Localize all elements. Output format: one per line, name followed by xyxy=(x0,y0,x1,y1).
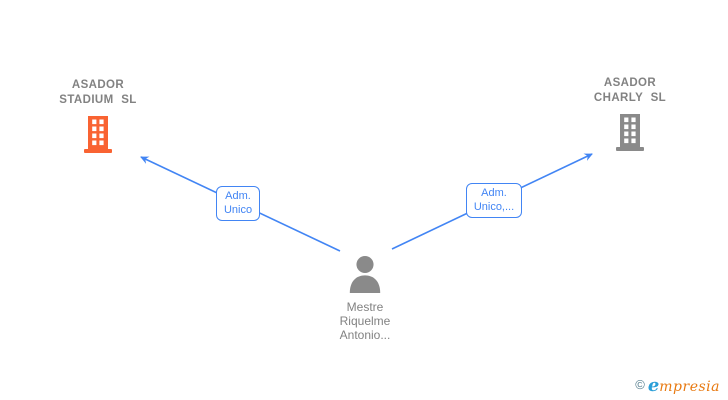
company-name: ASADOR STADIUM SL xyxy=(59,79,137,106)
brand-text: mpresia xyxy=(659,379,720,395)
person-node[interactable]: Mestre Riquelme Antonio... xyxy=(305,255,425,342)
company-node-left[interactable]: ASADOR STADIUM SL xyxy=(28,78,168,158)
building-icon xyxy=(84,116,112,158)
person-icon xyxy=(346,255,384,298)
edge-label-right[interactable]: Adm. Unico,... xyxy=(466,183,522,218)
company-node-right[interactable]: ASADOR CHARLY SL xyxy=(560,76,700,156)
person-name: Mestre Riquelme Antonio... xyxy=(339,300,391,342)
brand-letter: e xyxy=(647,375,660,396)
building-icon xyxy=(616,114,644,156)
copyright-icon: © xyxy=(635,377,645,392)
empresia-logo[interactable]: ©empresia xyxy=(635,375,720,396)
edge-label-left[interactable]: Adm. Unico xyxy=(216,186,260,221)
company-name: ASADOR CHARLY SL xyxy=(593,77,667,104)
